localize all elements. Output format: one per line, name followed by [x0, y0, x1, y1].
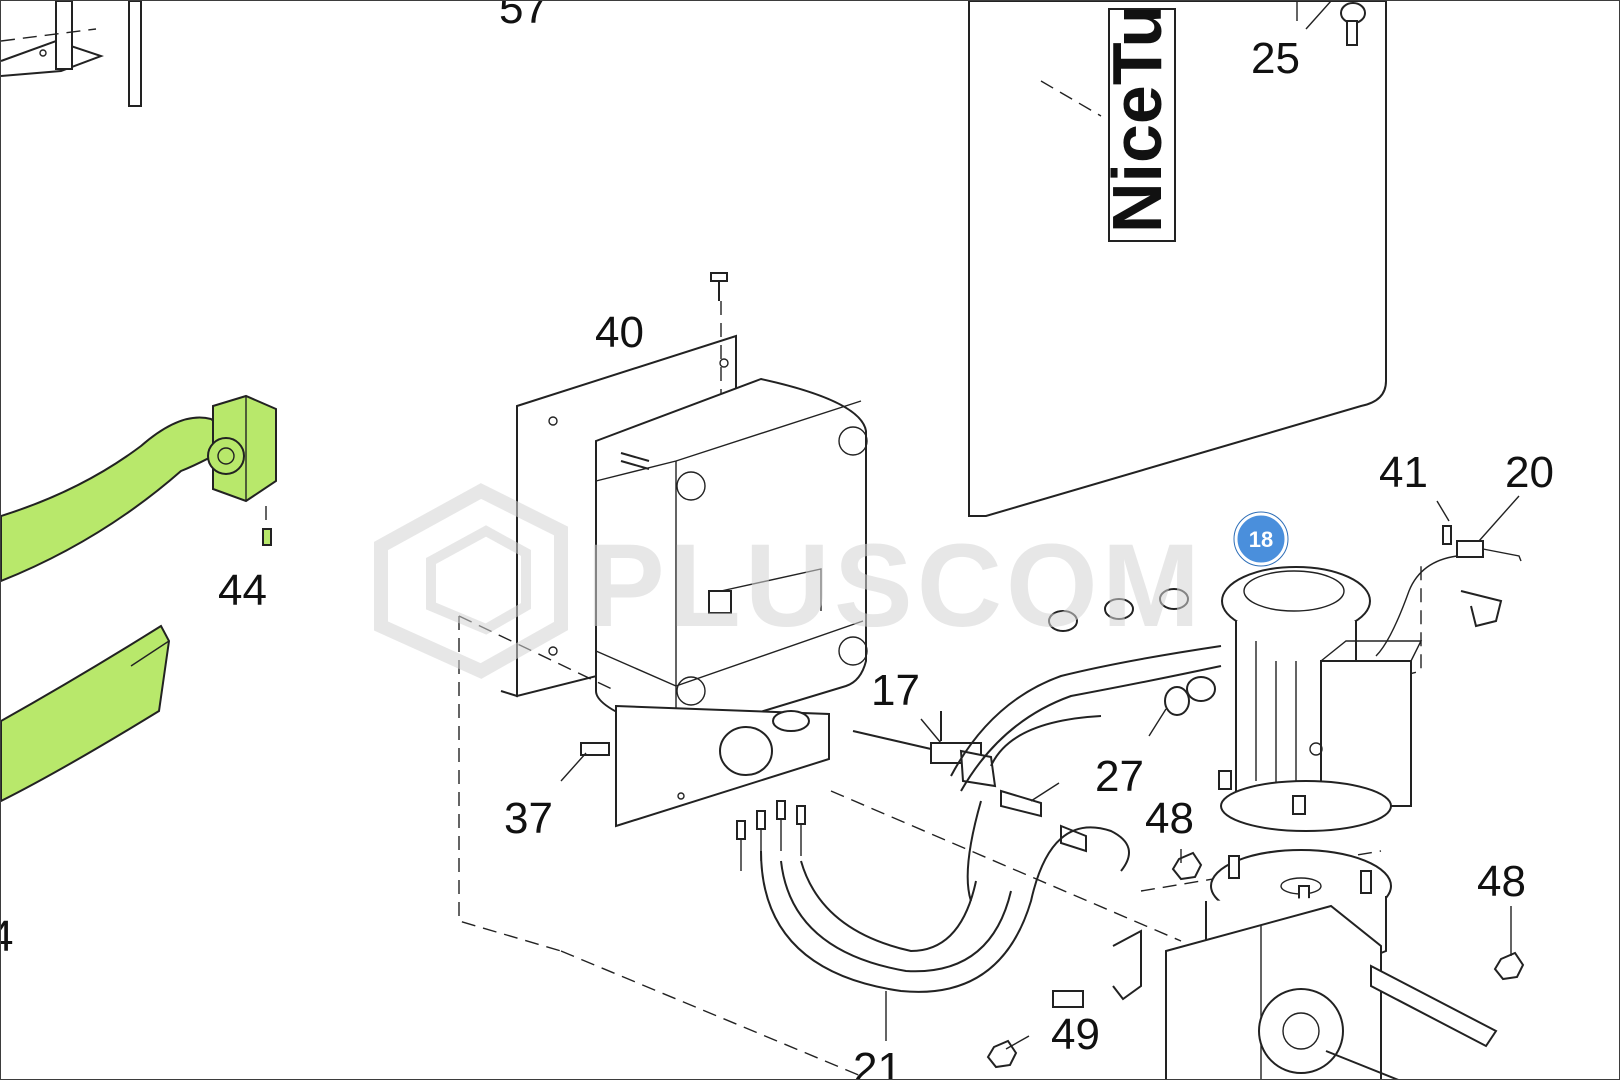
control-box-assembly [500, 272, 868, 828]
callout-label[interactable]: 20 [1505, 448, 1554, 497]
callout-label[interactable]: 44 [218, 566, 267, 615]
gearbox [1052, 849, 1498, 1079]
callout-label[interactable]: 4 [1, 912, 13, 961]
part-labels: 57 25 40 41 20 44 17 27 48 48 37 4 49 21 [1, 1, 1554, 1080]
callout-label[interactable]: 25 [1251, 34, 1300, 83]
watermark: PLUSCOM [374, 483, 1204, 679]
electric-motor-18 [1218, 566, 1423, 832]
callout-label[interactable]: 17 [871, 666, 920, 715]
callout-label[interactable]: 37 [504, 794, 553, 843]
wiring-cables-21 [736, 645, 1222, 1041]
callout-leaders [920, 495, 1520, 1050]
callout-label[interactable]: 21 [853, 1044, 902, 1080]
key-part [1296, 1, 1366, 46]
top-left-bracket [1, 1, 104, 77]
callout-label[interactable]: 49 [1051, 1010, 1100, 1059]
callout-label[interactable]: 48 [1477, 857, 1526, 906]
callout-label[interactable]: 41 [1379, 448, 1428, 497]
connector-17 [852, 711, 1087, 853]
callout-label[interactable]: 27 [1095, 752, 1144, 801]
top-left-rod [128, 1, 142, 107]
callout-label[interactable]: 57 [499, 1, 548, 33]
limit-switch [1375, 525, 1522, 657]
highlighted-arm-part [1, 394, 277, 803]
motor-fasteners [986, 851, 1525, 1069]
nicetub-logo: NiceTub [1098, 1, 1176, 233]
watermark-text: PLUSCOM [586, 520, 1204, 652]
cover-panel: NiceTub [968, 1, 1387, 517]
callout-label[interactable]: 40 [595, 308, 644, 357]
selected-callout-badge[interactable]: 18 [1233, 511, 1289, 567]
callout-label[interactable]: 48 [1145, 794, 1194, 843]
selected-callout-number: 18 [1249, 527, 1273, 552]
cable-glands [1048, 588, 1216, 716]
